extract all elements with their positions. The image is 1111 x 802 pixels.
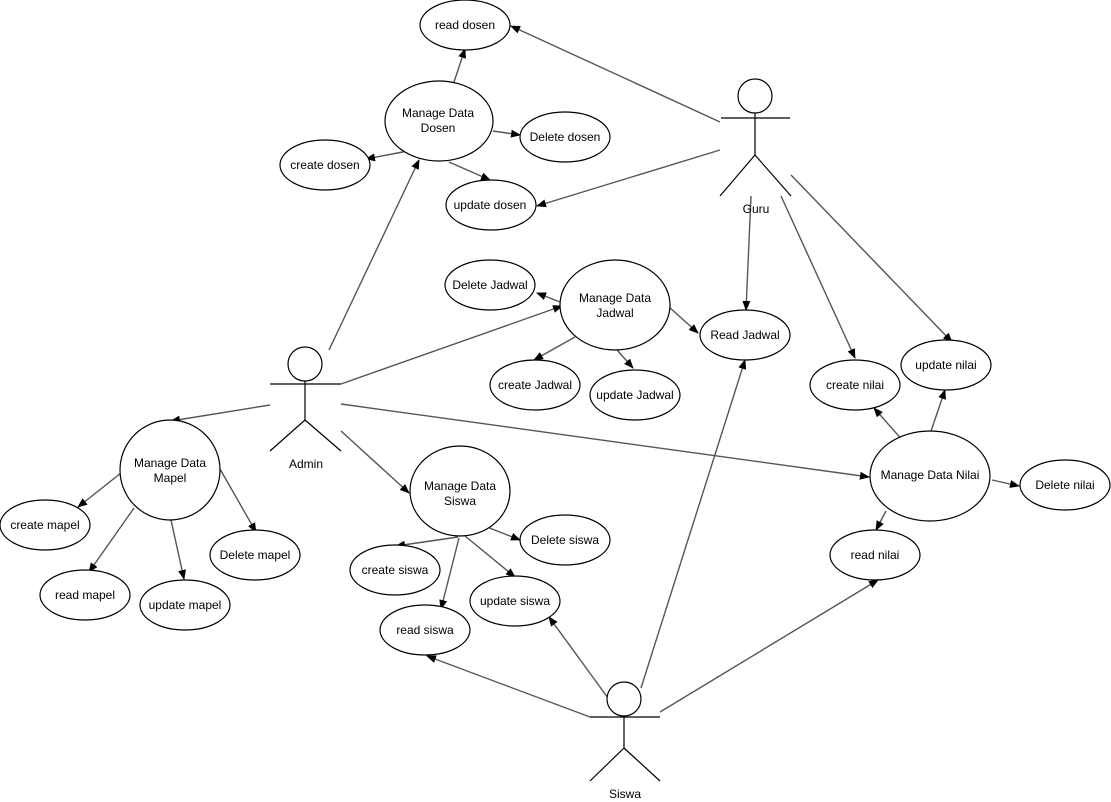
edge-admin-manage-jadwal <box>340 305 563 385</box>
edge-guru-update-nilai <box>790 174 953 343</box>
actor-siswa <box>589 681 661 782</box>
edge-guru-read-dosen <box>510 25 721 123</box>
usecase-manage-data-jadwal-label-line1: Manage Data <box>579 291 651 305</box>
usecase-delete-mapel-label: Delete mapel <box>220 548 291 562</box>
usecase-manage-data-dosen-label-line2: Dosen <box>421 121 456 135</box>
edge-guru-update-dosen <box>536 149 721 208</box>
edge-guru-create-nilai <box>780 195 856 359</box>
usecase-manage-data-jadwal: Manage Data Jadwal <box>559 259 671 351</box>
edge-manage-jadwal-create-jadwal <box>533 336 576 361</box>
edge-manage-nilai-create-nilai <box>873 407 905 443</box>
edge-guru-read-jadwal <box>742 195 752 311</box>
usecase-update-siswa: update siswa <box>469 575 561 627</box>
actor-siswa-label: Siswa <box>609 787 641 801</box>
edge-siswa-update-siswa <box>548 616 609 699</box>
usecase-manage-data-jadwal-label-line2: Jadwal <box>596 306 633 320</box>
usecase-update-mapel-label: update mapel <box>149 598 222 612</box>
edge-manage-siswa-delete-siswa <box>486 526 521 541</box>
usecase-manage-data-mapel: Manage Data Mapel <box>119 419 221 521</box>
usecase-create-nilai: create nilai <box>809 359 901 411</box>
usecase-update-nilai: update nilai <box>900 339 992 391</box>
usecase-read-dosen-label: read dosen <box>435 18 495 32</box>
edge-siswa-read-siswa <box>426 655 591 718</box>
usecase-read-mapel-label: read mapel <box>55 588 115 602</box>
usecase-delete-siswa-label: Delete siswa <box>531 533 599 547</box>
usecase-read-jadwal-label: Read Jadwal <box>710 328 779 342</box>
usecase-read-nilai-label: read nilai <box>851 548 900 562</box>
usecase-manage-data-mapel-label-line1: Manage Data <box>134 456 206 470</box>
usecase-delete-mapel: Delete mapel <box>209 529 301 581</box>
usecase-delete-nilai: Delete nilai <box>1019 459 1111 511</box>
usecase-create-mapel-label: create mapel <box>10 518 79 532</box>
edge-admin-manage-siswa <box>340 430 410 494</box>
usecase-delete-nilai-label: Delete nilai <box>1035 478 1094 492</box>
usecase-create-jadwal-label: create Jadwal <box>498 378 572 392</box>
usecase-delete-dosen: Delete dosen <box>519 111 611 163</box>
edge-manage-siswa-create-siswa <box>395 536 459 549</box>
usecase-update-dosen: update dosen <box>445 179 537 231</box>
edge-admin-manage-dosen <box>328 159 420 351</box>
usecase-read-siswa: read siswa <box>379 604 471 656</box>
usecase-create-siswa: create siswa <box>349 544 441 596</box>
edge-siswa-read-nilai <box>659 579 879 713</box>
usecase-delete-siswa: Delete siswa <box>519 514 611 566</box>
edge-manage-nilai-read-nilai <box>875 510 887 531</box>
edge-manage-nilai-update-nilai <box>930 389 946 432</box>
usecase-delete-jadwal-label: Delete Jadwal <box>452 278 527 292</box>
usecase-update-jadwal: update Jadwal <box>589 369 681 421</box>
usecase-update-siswa-label: update siswa <box>480 594 550 608</box>
usecase-manage-data-nilai: Manage Data Nilai <box>869 430 991 522</box>
edge-manage-mapel-read-mapel <box>88 507 135 573</box>
association-edges <box>77 25 1020 718</box>
usecase-create-siswa-label: create siswa <box>362 563 429 577</box>
usecase-manage-data-nilai-label: Manage Data Nilai <box>881 468 980 482</box>
actor-admin-label: Admin <box>289 457 323 471</box>
usecase-create-dosen: create dosen <box>279 139 371 191</box>
usecase-manage-data-siswa: Manage Data Siswa <box>409 445 511 537</box>
usecase-manage-data-mapel-label-line2: Mapel <box>154 471 187 485</box>
edge-manage-jadwal-read-jadwal <box>668 306 699 334</box>
edge-siswa-read-jadwal <box>640 359 747 689</box>
usecase-read-mapel: read mapel <box>39 569 131 621</box>
usecase-read-jadwal: Read Jadwal <box>699 309 791 361</box>
edge-manage-jadwal-delete-jadwal <box>536 292 561 303</box>
usecase-manage-data-dosen-label-line1: Manage Data <box>402 106 474 120</box>
edge-manage-dosen-read-dosen <box>453 48 466 83</box>
actor-admin <box>269 346 342 452</box>
actor-guru <box>719 78 792 197</box>
edge-manage-siswa-read-siswa <box>439 537 460 610</box>
edge-manage-nilai-delete-nilai <box>991 479 1020 488</box>
edge-manage-dosen-delete-dosen <box>492 129 521 138</box>
edge-manage-dosen-update-dosen <box>448 161 491 181</box>
edge-admin-manage-nilai <box>340 403 870 480</box>
usecase-manage-data-siswa-label-line2: Siswa <box>444 494 476 508</box>
usecase-update-mapel: update mapel <box>139 579 231 631</box>
usecase-read-dosen: read dosen <box>419 0 511 51</box>
edge-admin-manage-mapel <box>170 404 271 424</box>
usecase-update-jadwal-label: update Jadwal <box>596 388 673 402</box>
usecase-manage-data-dosen: Manage Data Dosen <box>384 80 494 162</box>
usecase-update-nilai-label: update nilai <box>915 358 976 372</box>
usecase-create-jadwal: create Jadwal <box>489 359 581 411</box>
usecase-read-siswa-label: read siswa <box>396 623 454 637</box>
edge-manage-mapel-create-mapel <box>77 472 122 508</box>
edge-manage-mapel-update-mapel <box>170 519 186 580</box>
actor-guru-label: Guru <box>743 202 770 216</box>
usecase-delete-dosen-label: Delete dosen <box>530 130 601 144</box>
usecase-update-dosen-label: update dosen <box>454 198 527 212</box>
edge-manage-jadwal-update-jadwal <box>616 349 634 369</box>
usecase-manage-data-siswa-label-line1: Manage Data <box>424 479 496 493</box>
edge-manage-siswa-update-siswa <box>464 535 516 578</box>
usecase-create-dosen-label: create dosen <box>290 158 359 172</box>
usecase-read-nilai: read nilai <box>829 529 921 581</box>
edge-manage-dosen-create-dosen <box>365 150 409 162</box>
edge-manage-mapel-delete-mapel <box>219 468 257 533</box>
usecase-create-nilai-label: create nilai <box>826 378 884 392</box>
usecase-delete-jadwal: Delete Jadwal <box>444 259 536 311</box>
usecase-create-mapel: create mapel <box>0 499 91 551</box>
